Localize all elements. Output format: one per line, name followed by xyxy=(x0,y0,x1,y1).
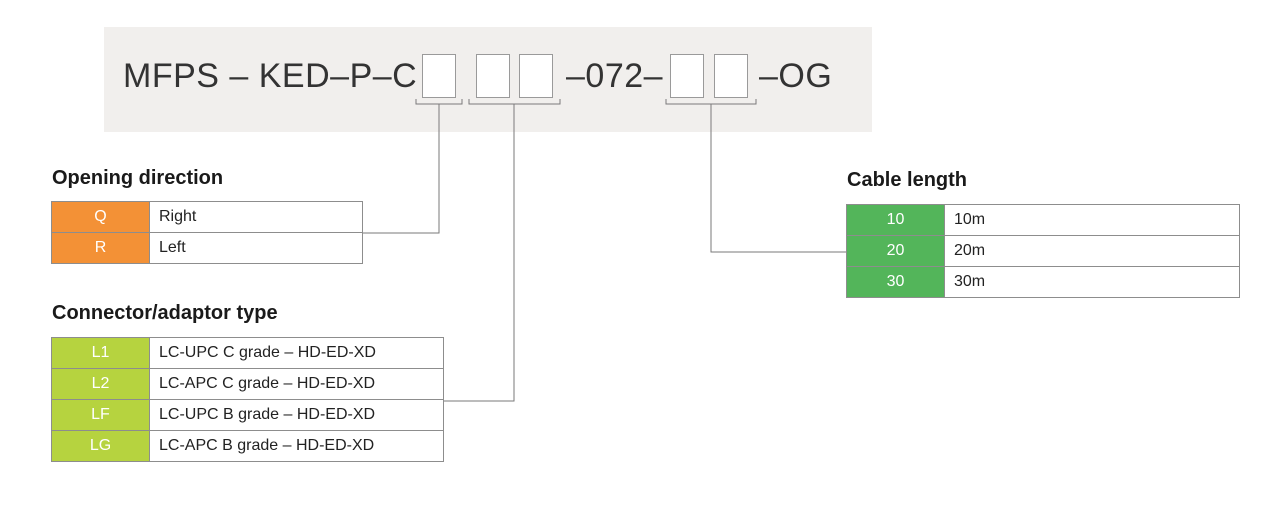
option-code: LF xyxy=(51,399,150,431)
option-label: 30m xyxy=(944,266,1240,298)
table-row: 10 10m xyxy=(846,204,1240,236)
bracket-cable xyxy=(665,99,757,105)
opening-direction-title: Opening direction xyxy=(52,167,224,189)
option-label: LC-UPC B grade – HD-ED-XD xyxy=(149,399,444,431)
option-label: LC-APC B grade – HD-ED-XD xyxy=(149,430,444,462)
code-middle: –072– xyxy=(566,57,664,95)
option-code: 30 xyxy=(846,266,945,298)
option-code: R xyxy=(51,232,150,264)
option-label: LC-UPC C grade – HD-ED-XD xyxy=(149,337,444,369)
option-label: LC-APC C grade – HD-ED-XD xyxy=(149,368,444,400)
code-suffix: –OG xyxy=(759,57,833,95)
code-prefix: MFPS – KED–P–C xyxy=(123,57,418,95)
slot-connector-2 xyxy=(519,54,553,98)
option-code: L1 xyxy=(51,337,150,369)
option-code: 10 xyxy=(846,204,945,236)
table-row: 30 30m xyxy=(846,266,1240,298)
table-row: LG LC-APC B grade – HD-ED-XD xyxy=(51,430,444,462)
slot-connector-1 xyxy=(476,54,510,98)
line-opening xyxy=(362,104,440,234)
table-row: L1 LC-UPC C grade – HD-ED-XD xyxy=(51,337,444,369)
option-code: L2 xyxy=(51,368,150,400)
line-connector xyxy=(443,104,515,402)
option-code: Q xyxy=(51,201,150,233)
table-row: 20 20m xyxy=(846,235,1240,267)
cable-length-table: 10 10m 20 20m 30 30m xyxy=(846,204,1240,298)
option-code: 20 xyxy=(846,235,945,267)
cable-length-title: Cable length xyxy=(847,169,968,191)
table-row: LF LC-UPC B grade – HD-ED-XD xyxy=(51,399,444,431)
option-label: 20m xyxy=(944,235,1240,267)
slot-opening-direction xyxy=(422,54,456,98)
bracket-opening xyxy=(415,99,463,105)
slot-cable-1 xyxy=(670,54,704,98)
opening-direction-table: Q Right R Left xyxy=(51,201,363,264)
option-code: LG xyxy=(51,430,150,462)
table-row: R Left xyxy=(51,232,363,264)
table-row: Q Right xyxy=(51,201,363,233)
connector-type-table: L1 LC-UPC C grade – HD-ED-XD L2 LC-APC C… xyxy=(51,337,444,462)
connector-type-title: Connector/adaptor type xyxy=(52,302,278,324)
slot-cable-2 xyxy=(714,54,748,98)
table-row: L2 LC-APC C grade – HD-ED-XD xyxy=(51,368,444,400)
bracket-connector xyxy=(468,99,561,105)
line-cable xyxy=(710,104,847,253)
option-label: Left xyxy=(149,232,363,264)
option-label: Right xyxy=(149,201,363,233)
option-label: 10m xyxy=(944,204,1240,236)
